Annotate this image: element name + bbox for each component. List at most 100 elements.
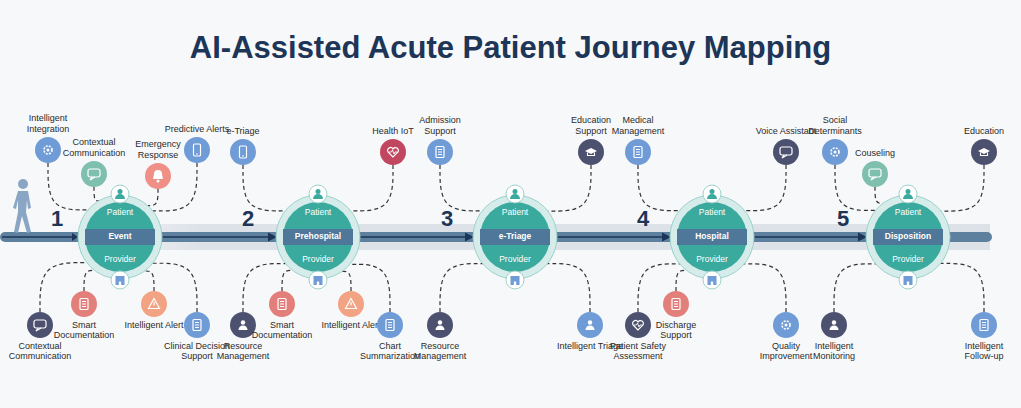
icon-symbol (578, 139, 604, 165)
feature-icon: Predictive Alerts (184, 137, 210, 163)
flow-arrow (360, 236, 473, 237)
patient-badge (703, 185, 721, 203)
feature-icon: e-Triage (230, 139, 256, 165)
dashed-link (676, 270, 686, 291)
icon-symbol (184, 137, 210, 163)
feature-icon: Admission Support (427, 139, 453, 165)
feature-label: Social Determinants (800, 115, 870, 136)
icon-symbol (577, 312, 603, 338)
icon-symbol (338, 291, 364, 317)
lead-arrowhead (72, 233, 78, 241)
feature-icon: Intelligent Triage (577, 312, 603, 338)
feature-icon: Contextual Communication (81, 161, 107, 187)
feature-label: e-Triage (208, 126, 278, 136)
icon-symbol (184, 312, 210, 338)
feature-icon: Emergency Response (145, 163, 171, 189)
flow-arrow (162, 236, 276, 237)
feature-icon: Discharge Support (663, 291, 689, 317)
feature-icon: Medical Management (625, 139, 651, 165)
icon-symbol (71, 291, 97, 317)
icon-symbol (821, 312, 847, 338)
stage-label: e-Triage (473, 231, 557, 241)
feature-label: Smart Documentation (49, 320, 119, 341)
dashed-link (342, 271, 351, 291)
patient-label: Patient (866, 207, 950, 217)
stage-circle: PatientPrehospitalProvider (276, 195, 360, 279)
feature-label: Smart Documentation (247, 320, 317, 341)
feature-label: Discharge Support (641, 320, 711, 341)
provider-badge (703, 271, 721, 289)
feature-icon: Education (971, 139, 997, 165)
feature-icon: Health IoT (380, 139, 406, 165)
icon-symbol (27, 312, 53, 338)
dashed-link (745, 165, 786, 211)
feature-label: Medical Management (603, 115, 673, 136)
dashed-link (84, 270, 94, 291)
feature-label: Contextual Communication (5, 341, 75, 362)
provider-badge (899, 271, 917, 289)
feature-icon: Intelligent Integration (35, 137, 61, 163)
step-number: 1 (51, 206, 63, 232)
icon-symbol (81, 161, 107, 187)
dashed-link (282, 270, 292, 291)
feature-icon: Chart Summarization (377, 312, 403, 338)
dashed-link (941, 263, 984, 312)
step-number: 3 (441, 206, 453, 232)
dashed-link (148, 189, 158, 206)
provider-badge (506, 271, 524, 289)
provider-label: Provider (473, 254, 557, 264)
lead-arrow (2, 236, 72, 237)
dashed-link (243, 165, 285, 211)
patient-label: Patient (473, 207, 557, 217)
dashed-link (145, 271, 154, 291)
feature-label: Patient Safety Assessment (603, 341, 673, 362)
icon-symbol (862, 161, 888, 187)
dashed-link (548, 165, 591, 211)
step-number: 2 (242, 206, 254, 232)
icon-symbol (269, 291, 295, 317)
provider-badge (309, 271, 327, 289)
icon-symbol (145, 163, 171, 189)
dashed-link (875, 187, 883, 203)
feature-icon: Intelligent Alert (338, 291, 364, 317)
dashed-link (638, 165, 679, 211)
feature-label: Education (949, 126, 1019, 136)
dashed-link (94, 187, 99, 201)
stage-label: Prehospital (276, 231, 360, 241)
icon-symbol (141, 291, 167, 317)
feature-icon: Social Determinants (822, 139, 848, 165)
walking-figure (13, 179, 31, 233)
dashed-link (440, 264, 483, 312)
step-number: 5 (837, 206, 849, 232)
feature-icon: Smart Documentation (71, 291, 97, 317)
feature-label: Contextual Communication (59, 137, 129, 158)
patient-label: Patient (670, 207, 754, 217)
icon-symbol (35, 137, 61, 163)
feature-label: Quality Improvement (751, 341, 821, 362)
provider-label: Provider (78, 254, 162, 264)
feature-label: Admission Support (405, 115, 475, 136)
patient-label: Patient (78, 207, 162, 217)
stage-circle: PatientEventProvider (78, 195, 162, 279)
feature-icon: Clinical Decision Support (184, 312, 210, 338)
dashed-link (547, 264, 590, 312)
provider-label: Provider (866, 254, 950, 264)
feature-label: Intelligent Alert (119, 320, 189, 330)
patient-badge (899, 185, 917, 203)
icon-symbol (625, 139, 651, 165)
icon-symbol (971, 312, 997, 338)
feature-label: Intelligent Integration (13, 113, 83, 134)
feature-icon: Contextual Communication (27, 312, 53, 338)
icon-symbol (663, 291, 689, 317)
feature-icon: Quality Improvement (773, 312, 799, 338)
patient-badge (506, 185, 524, 203)
stage-circle: PatientDispositionProvider (866, 195, 950, 279)
icon-symbol (230, 139, 256, 165)
icon-symbol (773, 312, 799, 338)
feature-label: Emergency Response (123, 139, 193, 160)
step-number: 4 (637, 206, 649, 232)
patient-badge (111, 185, 129, 203)
flow-arrow (754, 236, 866, 237)
